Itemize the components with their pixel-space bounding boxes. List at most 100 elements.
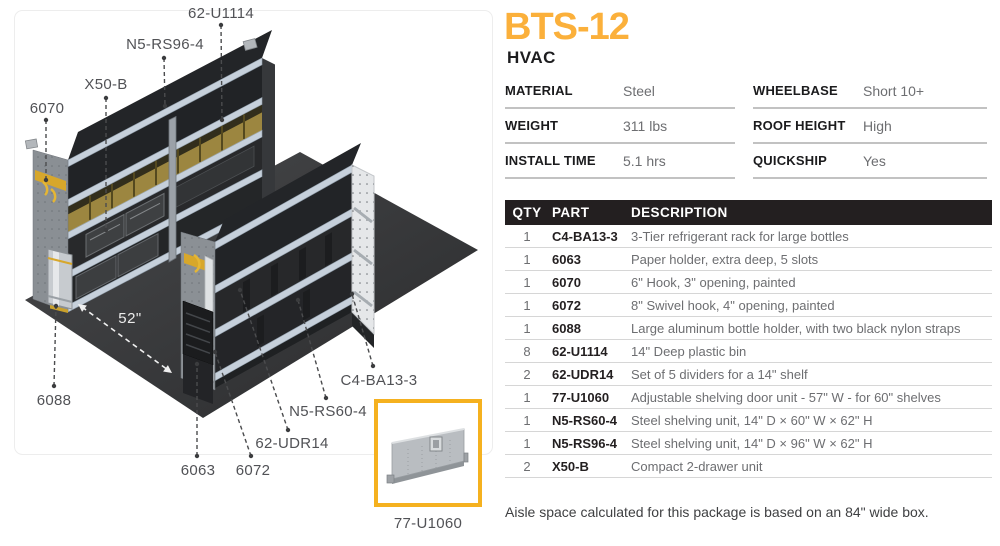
table-row: 1 C4-BA13-3 3-Tier refrigerant rack for … <box>505 225 992 248</box>
spec-label: MATERIAL <box>505 83 573 98</box>
spec-label: WEIGHT <box>505 118 559 133</box>
diagram-panel: 62-U1114 N5-RS96-4 X50-B 6070 6088 6063 … <box>0 0 500 541</box>
cell-part: 6070 <box>552 274 581 290</box>
page-title: BTS-12 <box>504 6 630 48</box>
callout-n5-rs60-4: N5-RS60-4 <box>289 403 367 420</box>
bottle-holder-6088 <box>47 248 73 313</box>
refrigerant-rack-c4ba13 <box>351 164 375 348</box>
cell-qty: 1 <box>523 412 531 428</box>
page-subtitle: HVAC <box>507 48 556 67</box>
cell-description: Set of 5 dividers for a 14" shelf <box>631 366 808 382</box>
cell-qty: 1 <box>523 389 531 405</box>
cell-qty: 2 <box>523 458 531 474</box>
cell-qty: 1 <box>523 320 531 336</box>
callout-c4-ba13-3: C4-BA13-3 <box>340 372 418 389</box>
cell-qty: 1 <box>523 228 531 244</box>
spec-label: INSTALL TIME <box>505 153 596 168</box>
spec-value: Short 10+ <box>863 82 925 99</box>
mounting-bracket <box>24 138 39 150</box>
header-description: DESCRIPTION <box>631 205 728 220</box>
aisle-space-note: Aisle space calculated for this package … <box>505 504 929 520</box>
door-panel-graphic <box>386 428 469 484</box>
shelf-rails <box>214 164 353 382</box>
table-row: 1 6088 Large aluminum bottle holder, wit… <box>505 317 992 340</box>
table-row: 1 N5-RS60-4 Steel shelving unit, 14" D ×… <box>505 409 992 432</box>
cell-part: 62-UDR14 <box>552 366 614 382</box>
swivel-hook-6072 <box>193 253 201 274</box>
cell-part: 6072 <box>552 297 581 313</box>
shelving-diagram <box>14 10 493 459</box>
back-shelving-unit <box>24 30 275 313</box>
spec-value: High <box>863 117 892 134</box>
cell-qty: 1 <box>523 435 531 451</box>
spec-value: Yes <box>863 152 886 169</box>
callout-6070: 6070 <box>29 100 65 117</box>
cell-part: N5-RS60-4 <box>552 412 618 428</box>
cell-qty: 8 <box>523 343 531 359</box>
spec-row-material: MATERIAL Steel <box>505 74 735 109</box>
cell-description: 3-Tier refrigerant rack for large bottle… <box>631 228 849 244</box>
table-row: 2 62-UDR14 Set of 5 dividers for a 14" s… <box>505 363 992 386</box>
spec-row-wheelbase: WHEELBASE Short 10+ <box>753 74 987 109</box>
cell-part: 6063 <box>552 251 581 267</box>
callout-leader-lines <box>45 24 374 457</box>
front-shelving-unit <box>180 143 375 404</box>
cell-part: 62-U1114 <box>552 343 608 359</box>
spec-row-install-time: INSTALL TIME 5.1 hrs <box>505 144 735 179</box>
spec-row-roof-height: ROOF HEIGHT High <box>753 109 987 144</box>
cell-part: 77-U1060 <box>552 389 610 405</box>
cell-part: 6088 <box>552 320 581 336</box>
callout-n5-rs96-4: N5-RS96-4 <box>126 36 204 53</box>
parts-table: QTY PART DESCRIPTION 1 C4-BA13-3 3-Tier … <box>505 200 992 478</box>
cell-description: Adjustable shelving door unit - 57" W - … <box>631 389 941 405</box>
spec-row-quickship: QUICKSHIP Yes <box>753 144 987 179</box>
door-unit-inset <box>374 399 482 507</box>
callout-77-u1060: 77-U1060 <box>393 515 463 532</box>
cell-qty: 1 <box>523 297 531 313</box>
callout-leader-dots <box>43 22 376 459</box>
shelf-rails <box>67 57 263 313</box>
table-row: 1 6070 6" Hook, 3" opening, painted <box>505 271 992 294</box>
cell-description: Steel shelving unit, 14" D × 60" W × 62"… <box>631 412 873 428</box>
callout-6088: 6088 <box>36 392 72 409</box>
callout-62-udr14: 62-UDR14 <box>255 435 329 452</box>
spec-column-right: WHEELBASE Short 10+ ROOF HEIGHT High QUI… <box>753 74 987 179</box>
cell-description: 8" Swivel hook, 4" opening, painted <box>631 297 835 313</box>
parts-table-header: QTY PART DESCRIPTION <box>505 200 992 225</box>
spec-column-left: MATERIAL Steel WEIGHT 311 lbs INSTALL TI… <box>505 74 735 179</box>
callout-6063: 6063 <box>180 462 216 479</box>
spec-row-weight: WEIGHT 311 lbs <box>505 109 735 144</box>
cell-description: 14" Deep plastic bin <box>631 343 747 359</box>
table-row: 1 77-U1060 Adjustable shelving door unit… <box>505 386 992 409</box>
spec-label: QUICKSHIP <box>753 153 828 168</box>
cell-part: X50-B <box>552 458 589 474</box>
cell-description: Steel shelving unit, 14" D × 96" W × 62"… <box>631 435 873 451</box>
table-row: 1 N5-RS96-4 Steel shelving unit, 14" D ×… <box>505 432 992 455</box>
spec-label: ROOF HEIGHT <box>753 118 846 133</box>
cell-qty: 2 <box>523 366 531 382</box>
cell-description: Large aluminum bottle holder, with two b… <box>631 320 961 336</box>
upright-channel <box>168 115 177 263</box>
cell-description: 6" Hook, 3" opening, painted <box>631 274 796 290</box>
cell-qty: 1 <box>523 274 531 290</box>
cell-description: Compact 2-drawer unit <box>631 458 763 474</box>
cell-qty: 1 <box>523 251 531 267</box>
aisle-dimension-label: 52" <box>118 310 142 327</box>
table-row: 2 X50-B Compact 2-drawer unit <box>505 455 992 478</box>
spec-value: 311 lbs <box>623 117 668 134</box>
header-qty: QTY <box>512 205 542 220</box>
callout-6072: 6072 <box>235 462 271 479</box>
callout-x50-b: X50-B <box>84 76 128 93</box>
cell-part: C4-BA13-3 <box>552 228 618 244</box>
hook-6070 <box>50 188 57 203</box>
spec-value: 5.1 hrs <box>623 152 666 169</box>
table-row: 8 62-U1114 14" Deep plastic bin <box>505 340 992 363</box>
hook-6070 <box>42 181 49 196</box>
cell-description: Paper holder, extra deep, 5 slots <box>631 251 819 267</box>
table-row: 1 6072 8" Swivel hook, 4" opening, paint… <box>505 294 992 317</box>
paper-holder-6063 <box>182 300 214 404</box>
dimension-arrow <box>78 304 172 373</box>
callout-62-u1114: 62-U1114 <box>187 5 255 22</box>
mounting-bracket <box>242 38 258 51</box>
spec-value: Steel <box>623 82 655 99</box>
